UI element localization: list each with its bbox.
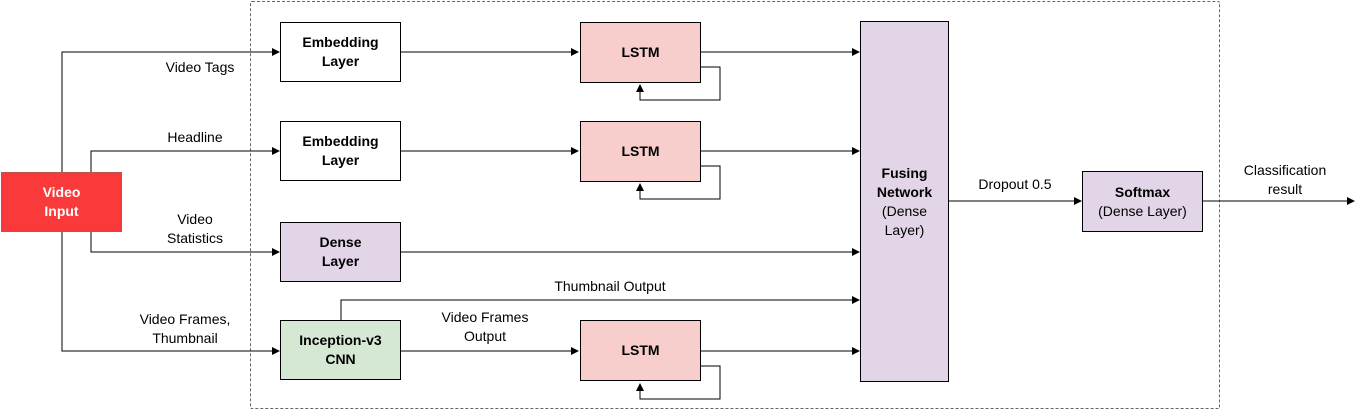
lstm-3: LSTM — [580, 320, 701, 381]
lstm-1-label: LSTM — [621, 44, 660, 60]
label-thumbnail-output: Thumbnail Output — [554, 278, 666, 294]
edge-input-to-inception — [61, 231, 280, 355]
label-headline: Headline — [167, 129, 223, 145]
edge-input-to-dense — [90, 231, 280, 256]
embedding-layer-1-label: Embedding Layer — [302, 34, 379, 69]
softmax-subtitle: (Dense Layer) — [1098, 202, 1187, 219]
label-video-statistics: Video Statistics — [166, 211, 223, 246]
inception-cnn-label: Inception-v3 CNN — [299, 332, 382, 367]
embedding-layer-2-label: Embedding Layer — [302, 133, 379, 168]
lstm-3-label: LSTM — [621, 342, 660, 358]
loop-lstm-2 — [636, 165, 721, 200]
loop-lstm-3 — [636, 365, 721, 400]
loop-lstm-1 — [636, 66, 721, 101]
edge-input-to-embedding-2 — [90, 147, 280, 172]
fusing-network: Fusing Network (Dense Layer) — [860, 21, 949, 382]
lstm-1: LSTM — [580, 22, 701, 83]
label-dropout: Dropout 0.5 — [978, 176, 1052, 192]
lstm-2: LSTM — [580, 121, 701, 182]
lstm-2-label: LSTM — [621, 143, 660, 159]
video-input-label: Video Input — [42, 184, 81, 219]
embedding-layer-1: Embedding Layer — [280, 22, 401, 82]
embedding-layer-2: Embedding Layer — [280, 121, 401, 181]
inception-cnn: Inception-v3 CNN — [280, 320, 401, 380]
edge-inception-thumbnail-to-fusing — [340, 296, 860, 320]
edge-input-to-embedding-1 — [61, 48, 280, 172]
label-video-tags: Video Tags — [165, 59, 235, 75]
label-video-frames-output: Video Frames Output — [441, 309, 529, 344]
label-video-frames-thumbnail: Video Frames, Thumbnail — [139, 311, 231, 346]
softmax-node: Softmax (Dense Layer) — [1082, 171, 1203, 232]
fusing-network-subtitle: (Dense Layer) — [881, 202, 928, 238]
model-boundary-frame — [250, 1, 1220, 409]
fusing-network-title: Fusing Network — [876, 164, 933, 200]
video-input-node: Video Input — [1, 172, 122, 232]
label-classification-result: Classification result — [1243, 162, 1327, 197]
dense-layer: Dense Layer — [280, 222, 401, 282]
softmax-title: Softmax — [1114, 183, 1171, 200]
dense-layer-label: Dense Layer — [319, 234, 362, 269]
